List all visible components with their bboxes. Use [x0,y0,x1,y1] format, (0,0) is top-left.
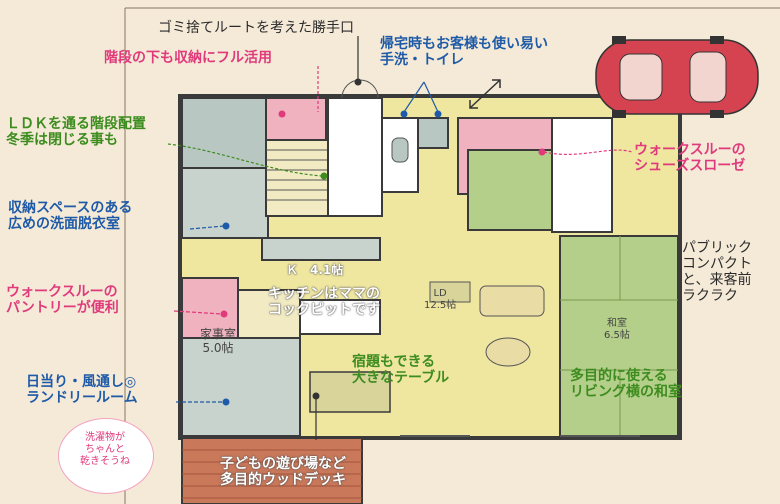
tv-board [429,281,471,303]
leader-lines [167,36,633,440]
stairs [265,139,329,217]
speech-bubble [58,418,154,494]
label-kitchen-cockpit: キッチンはママの コックピットです [268,286,380,319]
label-laundry: 日当り・風通し◎ ランドリールーム [26,374,138,407]
label-japanese-room: 多目的に使える リビング横の和室 [570,368,682,401]
stairs-steps [266,149,328,201]
room-bath [181,97,269,169]
label-shoes-closet: ウォークスルーの シューズスローゼ [634,142,746,175]
room-label-ld: LD 12.5帖 [424,288,457,311]
kitchen-island [299,299,381,335]
room-under-stairs [265,97,327,141]
label-pantry: ウォークスルーの パントリーが便利 [6,284,119,317]
label-under-stairs: 階段の下も収納にフル活用 [104,50,272,66]
handwash [417,117,449,149]
label-garbage-route: ゴミ捨てルートを考えた勝手口 [158,20,354,36]
annotation-dots [220,78,546,406]
room-label-washitsu: 和室 6.5帖 [604,318,630,341]
kitchen-back-counter [261,237,381,261]
entry-arrow-icon [469,79,501,109]
deck-boards [182,449,362,499]
label-big-table: 宿題もできる 大きなテーブル [352,354,450,387]
label-wood-deck: 子どもの遊び場など 多目的ウッドデッキ [220,456,346,489]
coffee-table [485,337,531,367]
room-washitsu [559,235,679,437]
room-label-housework: 家事室 5.0帖 [200,327,237,355]
label-ldk-stairs: ＬＤＫを通る階段配置 冬季は閉じる事も [6,116,146,149]
sofa [479,285,545,317]
car-icon [595,36,759,118]
back-door-area [327,97,383,217]
room-label-kitchen: Ｋ 4.1帖 [286,263,344,277]
toilet-fixture [391,137,409,163]
label-public-compact: パブリック コンパクト と、来客前 ラクラク [682,240,752,305]
wood-deck [181,437,363,504]
label-dressing-room: 収納スペースのある 広めの洗面脱衣室 [8,200,133,233]
entrance-hall [551,117,613,233]
label-washroom-entry: 帰宅時もお客様も使い易い 手洗・トイレ [380,36,548,69]
room-laundry [181,337,301,437]
dining-table [309,371,391,413]
speech-bubble-text: 洗濯物が ちゃんと 乾きそうね [80,432,130,467]
tatami-lines [560,236,678,436]
